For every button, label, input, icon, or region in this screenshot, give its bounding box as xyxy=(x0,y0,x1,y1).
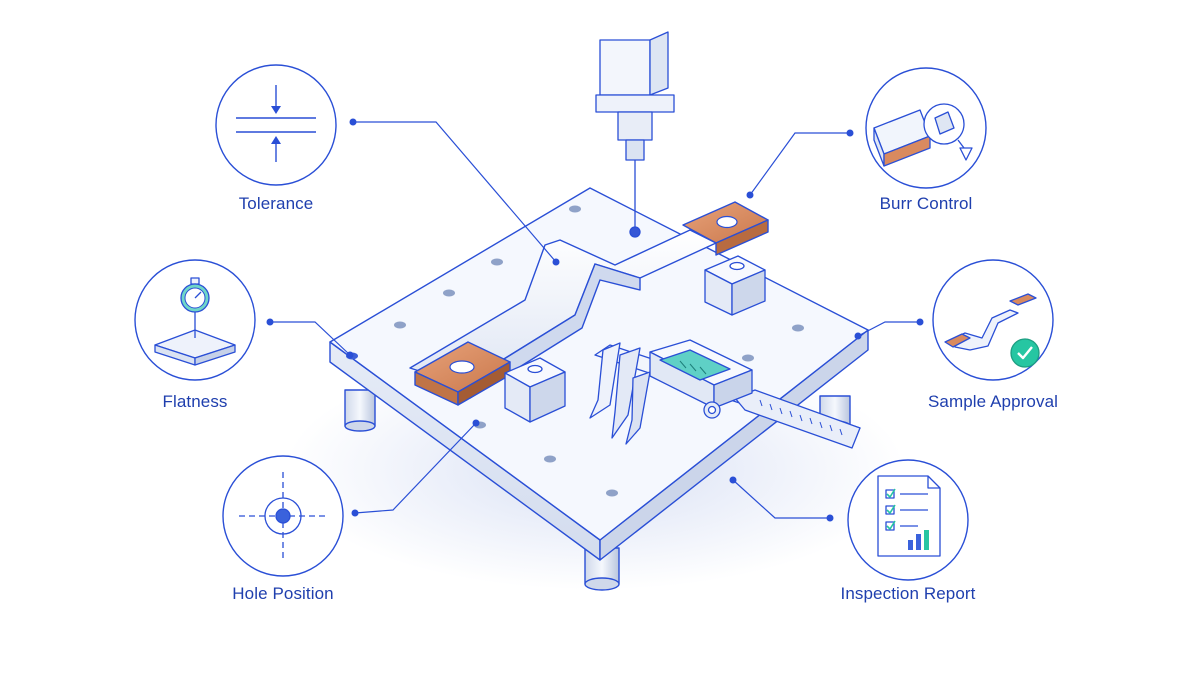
dial-gauge-icon xyxy=(134,259,256,381)
report-document-icon xyxy=(847,459,969,581)
check-approval-icon xyxy=(932,259,1054,381)
label-flatness: Flatness xyxy=(162,392,228,411)
crosshair-hole-icon xyxy=(222,455,344,577)
label-tolerance: Tolerance xyxy=(238,194,314,213)
caliper-scale xyxy=(759,399,843,436)
digital-caliper xyxy=(589,339,861,449)
tolerance-icon xyxy=(215,64,337,186)
label-inspection-report: Inspection Report xyxy=(840,584,976,603)
label-burr-control: Burr Control xyxy=(879,194,973,213)
label-hole-position: Hole Position xyxy=(232,584,334,603)
copper-busbar xyxy=(409,201,769,406)
plate-holes xyxy=(346,205,804,497)
support-blocks xyxy=(504,255,766,423)
connector-dots xyxy=(266,118,924,522)
magnifier-burr-icon xyxy=(865,67,987,189)
label-sample-approval: Sample Approval xyxy=(927,392,1059,411)
measuring-probe xyxy=(595,31,675,238)
connector-lines xyxy=(270,121,920,519)
